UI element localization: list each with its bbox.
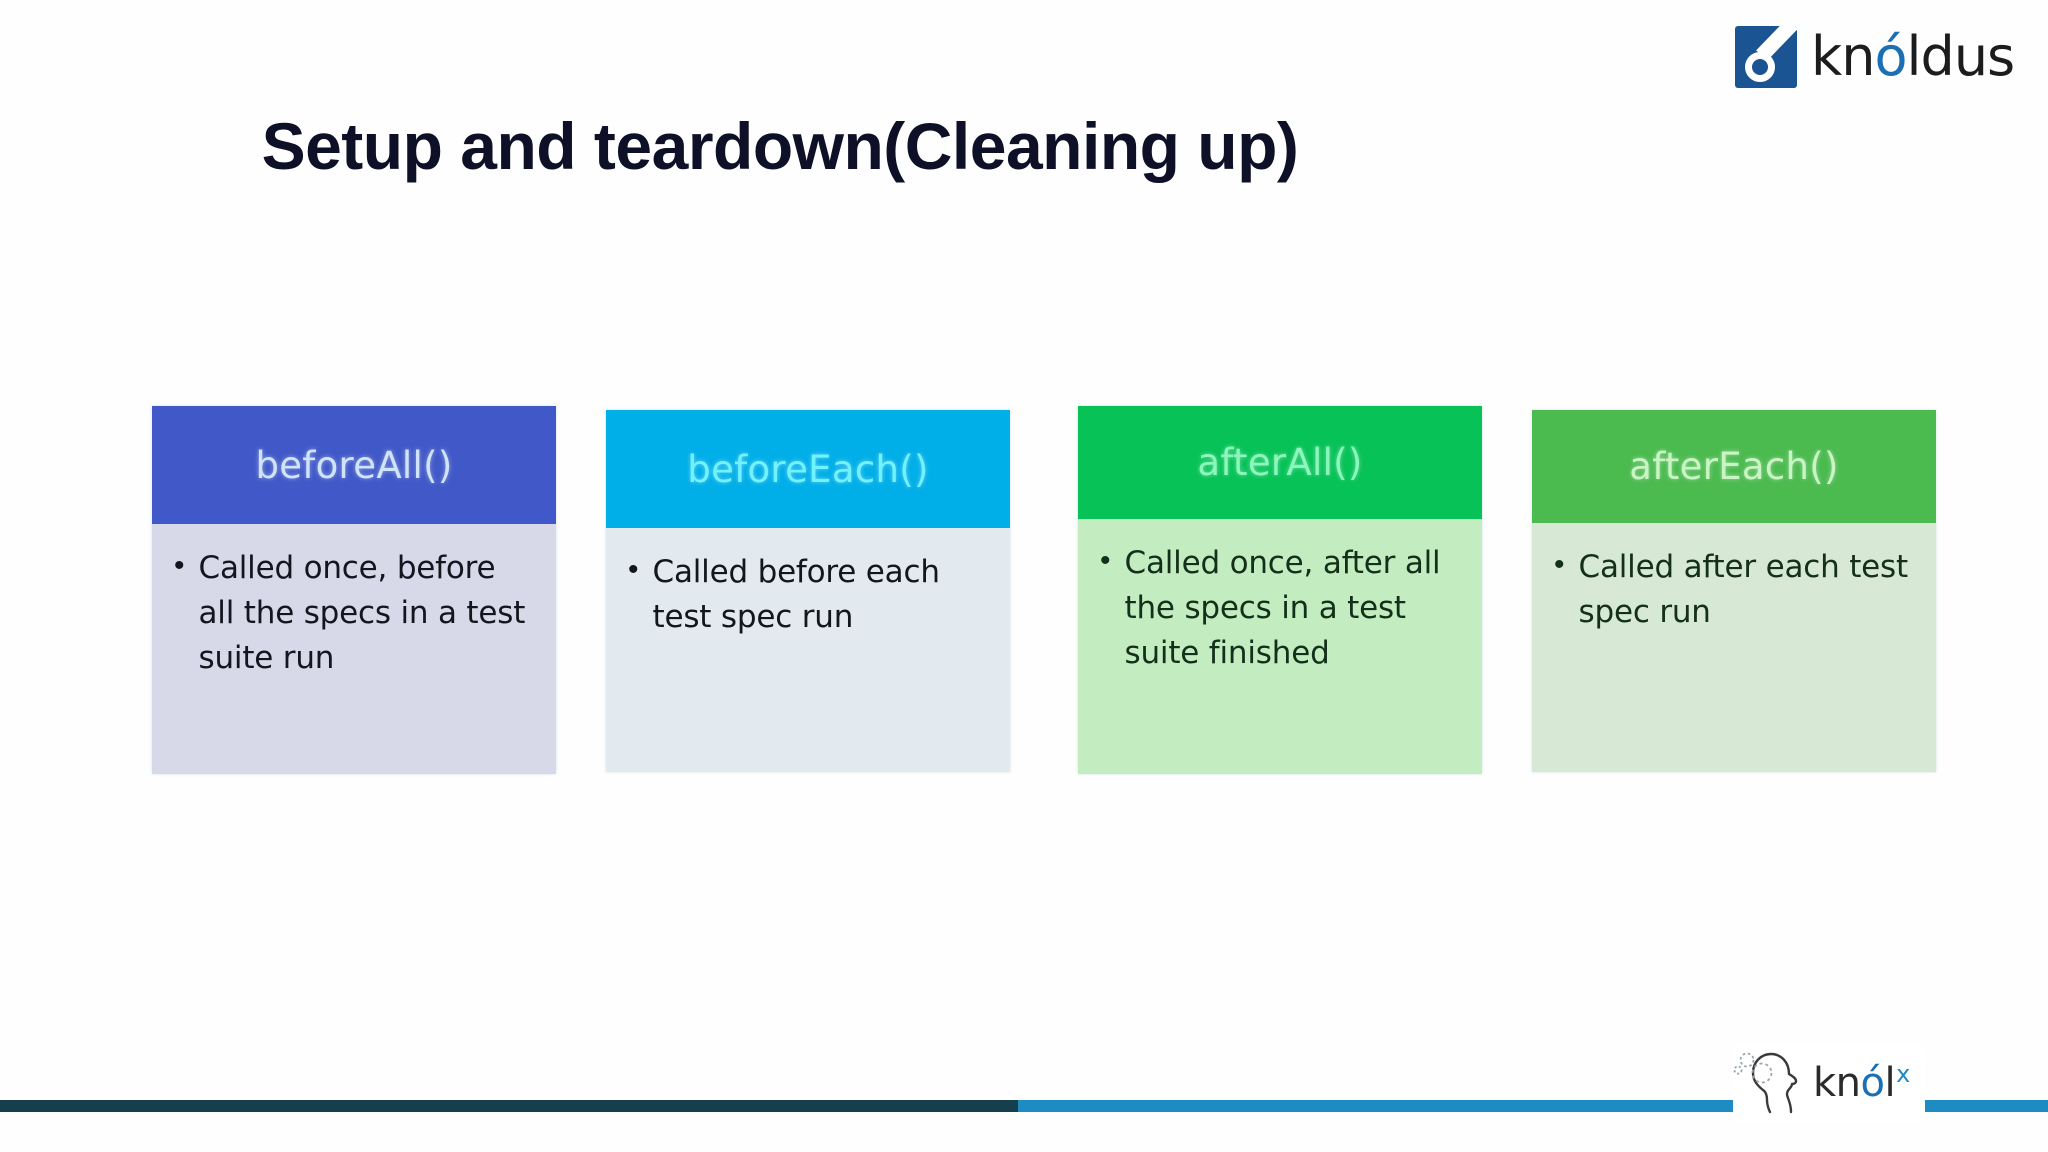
card-afterall-text: Called once, after all the specs in a te…	[1124, 545, 1441, 671]
bullet-icon: •	[1100, 544, 1111, 577]
knolx-logo: knólx	[1733, 1044, 1925, 1122]
card-beforeall-header: beforeAll()	[152, 406, 556, 524]
knolx-wordmark: knólx	[1813, 1060, 1910, 1106]
card-beforeeach: beforeEach() • Called before each test s…	[606, 410, 1010, 772]
card-afterall: afterAll() • Called once, after all the …	[1078, 406, 1482, 774]
card-beforeeach-text: Called before each test spec run	[652, 554, 940, 635]
card-aftereach: afterEach() • Called after each test spe…	[1532, 410, 1936, 772]
knoldus-word-part1: kn	[1811, 25, 1875, 88]
card-aftereach-title: afterEach()	[1629, 445, 1839, 488]
bullet-icon: •	[628, 553, 639, 586]
knolx-head-icon	[1733, 1052, 1798, 1114]
card-beforeall-text: Called once, before all the specs in a t…	[198, 550, 526, 676]
card-aftereach-body: • Called after each test spec run	[1532, 523, 1936, 772]
knolx-word-part1: kn	[1813, 1060, 1861, 1106]
card-beforeall-body: • Called once, before all the specs in a…	[152, 524, 556, 774]
bullet-icon: •	[174, 549, 185, 582]
card-beforeall-title: beforeAll()	[255, 443, 453, 487]
card-aftereach-header: afterEach()	[1532, 410, 1936, 523]
knoldus-word-part2: ldus	[1906, 25, 2016, 88]
card-beforeeach-title: beforeEach()	[687, 447, 929, 491]
card-afterall-body: • Called once, after all the specs in a …	[1078, 519, 1482, 774]
list-item: • Called once, before all the specs in a…	[174, 546, 540, 681]
knoldus-wordmark: knóldus	[1811, 30, 2015, 84]
list-item: • Called before each test spec run	[628, 550, 994, 640]
knoldus-logo: knóldus	[1735, 26, 2015, 88]
list-item: • Called once, after all the specs in a …	[1100, 541, 1466, 676]
knolx-superscript: x	[1896, 1060, 1910, 1088]
card-afterall-header: afterAll()	[1078, 406, 1482, 519]
knolx-word-accent: ó	[1860, 1060, 1885, 1106]
knoldus-logo-mark-icon	[1735, 26, 1797, 88]
card-afterall-title: afterAll()	[1197, 441, 1363, 484]
knoldus-word-accent: ó	[1874, 25, 1908, 88]
list-item: • Called after each test spec run	[1554, 545, 1920, 635]
card-beforeeach-header: beforeEach()	[606, 410, 1010, 528]
card-beforeeach-body: • Called before each test spec run	[606, 528, 1010, 772]
page-title: Setup and teardown(Cleaning up)	[261, 109, 1299, 183]
bottom-bar-dark-segment	[0, 1100, 1018, 1112]
card-beforeall: beforeAll() • Called once, before all th…	[152, 406, 556, 774]
knolx-word-part2: l	[1884, 1060, 1896, 1106]
bullet-icon: •	[1554, 548, 1565, 581]
card-aftereach-text: Called after each test spec run	[1578, 549, 1909, 630]
knoldus-mark-ring	[1745, 52, 1775, 82]
